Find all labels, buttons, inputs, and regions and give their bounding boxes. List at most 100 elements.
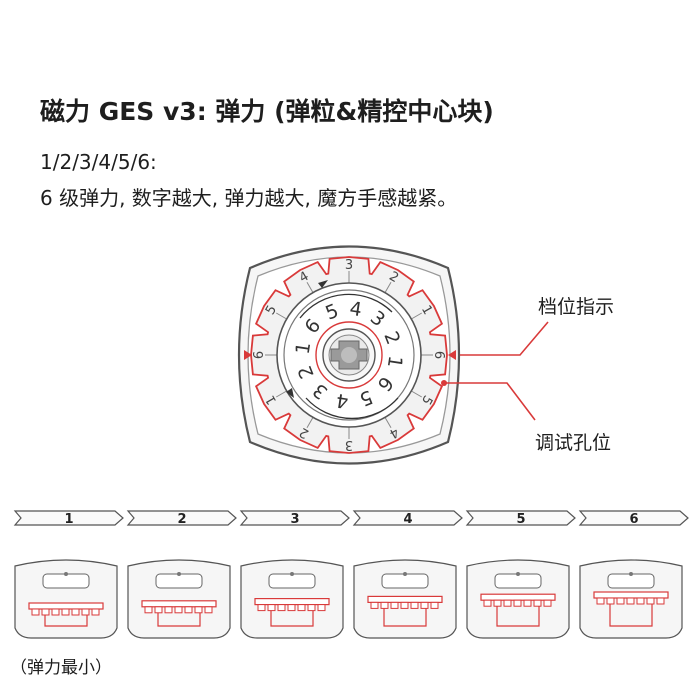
arrow-head-top [318, 280, 328, 288]
gear-tick [276, 390, 287, 398]
mini-magnet [370, 601, 379, 609]
mini-magnet [91, 608, 100, 616]
mini-magnet [144, 606, 153, 614]
mini-magnet [430, 601, 439, 609]
description-text: 6 级弹力, 数字越大, 弹力越大, 魔方手感越紧。 [40, 186, 458, 210]
mini-magnet [390, 601, 399, 609]
callout-indicator-label: 档位指示 [538, 296, 615, 318]
arrow-head-bottom [286, 388, 294, 398]
mini-slot [155, 573, 203, 589]
mini-magnet [410, 601, 419, 609]
level-label: 6 [629, 512, 638, 527]
mini-magnet [297, 604, 306, 612]
mini-magnet [523, 599, 532, 607]
mini-magnet [626, 597, 635, 605]
mini-magnet [277, 604, 286, 612]
level-label: 3 [290, 512, 299, 527]
red-inner-ring [315, 321, 383, 389]
mini-magnet [164, 606, 173, 614]
arrow-arc-top [299, 293, 393, 319]
level-arrow-segment [352, 510, 463, 526]
mini-magnet [513, 599, 522, 607]
mini-magnet [267, 604, 276, 612]
inner-digit: 4 [348, 298, 363, 322]
inner-digit: 1 [292, 341, 316, 356]
mini-hole [64, 572, 68, 576]
mini-slot [268, 573, 316, 589]
gear-tick [411, 312, 422, 320]
mini-plate [367, 595, 443, 604]
inner-digit: 4 [335, 389, 350, 413]
mini-magnet [380, 601, 389, 609]
mini-plate [254, 597, 330, 606]
description-levels: 1/2/3/4/5/6: [40, 150, 157, 174]
leader-holes [444, 382, 536, 421]
mini-spring [383, 608, 427, 627]
mini-hole [629, 572, 633, 576]
mini-hole [290, 572, 294, 576]
mini-plate [28, 602, 104, 610]
mini-magnet [61, 608, 70, 616]
indicator-right [448, 350, 456, 360]
mini-magnet [194, 606, 203, 614]
mini-slot [42, 573, 90, 589]
gear-tick [276, 312, 287, 320]
gear-tick [384, 282, 392, 293]
mini-magnet [533, 599, 542, 607]
mini-magnet [31, 608, 40, 616]
mini-plate [141, 600, 217, 608]
mini-magnet [543, 599, 552, 607]
mini-magnet [483, 599, 492, 607]
leader-dot [441, 380, 447, 386]
mini-spring [157, 612, 201, 627]
level-arrow-segment [126, 510, 237, 526]
mini-magnet [154, 606, 163, 614]
leader-indicator [460, 321, 549, 356]
outer-level-label: 3 [345, 437, 353, 452]
outer-level-label: 6 [431, 351, 446, 359]
mini-magnet [420, 601, 429, 609]
mini-plate [593, 591, 669, 599]
mini-magnet [307, 604, 316, 612]
indicator-left [244, 350, 252, 360]
mini-body [127, 559, 231, 639]
outer-level-label: 3 [345, 258, 353, 273]
mini-magnet [503, 599, 512, 607]
level-label: 1 [64, 512, 73, 527]
mini-magnet [41, 608, 50, 616]
mini-magnet [184, 606, 193, 614]
level-arrow-segment [13, 510, 124, 526]
mini-magnet [616, 597, 625, 605]
mini-magnet [636, 597, 645, 605]
mini-magnet [656, 597, 665, 605]
gear-tick [384, 417, 392, 428]
mini-slot [381, 573, 429, 589]
level-arrow-segment [239, 510, 350, 526]
mini-slot [494, 573, 542, 589]
middle-ring-inner [283, 289, 415, 421]
inner-digit: 1 [383, 354, 407, 369]
level-arrow-segment [465, 510, 576, 526]
mini-hole [177, 572, 181, 576]
mini-spring [609, 604, 653, 627]
page-title: 磁力 GES v3: 弹力 (弹粒&精控中心块) [40, 97, 494, 126]
mini-spring [496, 606, 540, 627]
mini-spring [270, 610, 314, 627]
mini-hole [403, 572, 407, 576]
outer-level-label: 6 [252, 351, 267, 359]
mini-magnet [400, 601, 409, 609]
gear-tick [306, 417, 314, 428]
mini-body [14, 559, 118, 639]
gear-tick [306, 282, 314, 293]
mini-magnet [204, 606, 213, 614]
callout-holes-label: 调试孔位 [535, 432, 612, 454]
footnote-min-elasticity: （弹力最小） [10, 658, 112, 678]
mini-spring [44, 615, 88, 627]
mini-magnet [174, 606, 183, 614]
arrow-arc-bottom [305, 397, 399, 420]
mini-magnet [71, 608, 80, 616]
mini-magnet [257, 604, 266, 612]
mini-magnet [317, 604, 326, 612]
gear-tick [411, 390, 422, 398]
